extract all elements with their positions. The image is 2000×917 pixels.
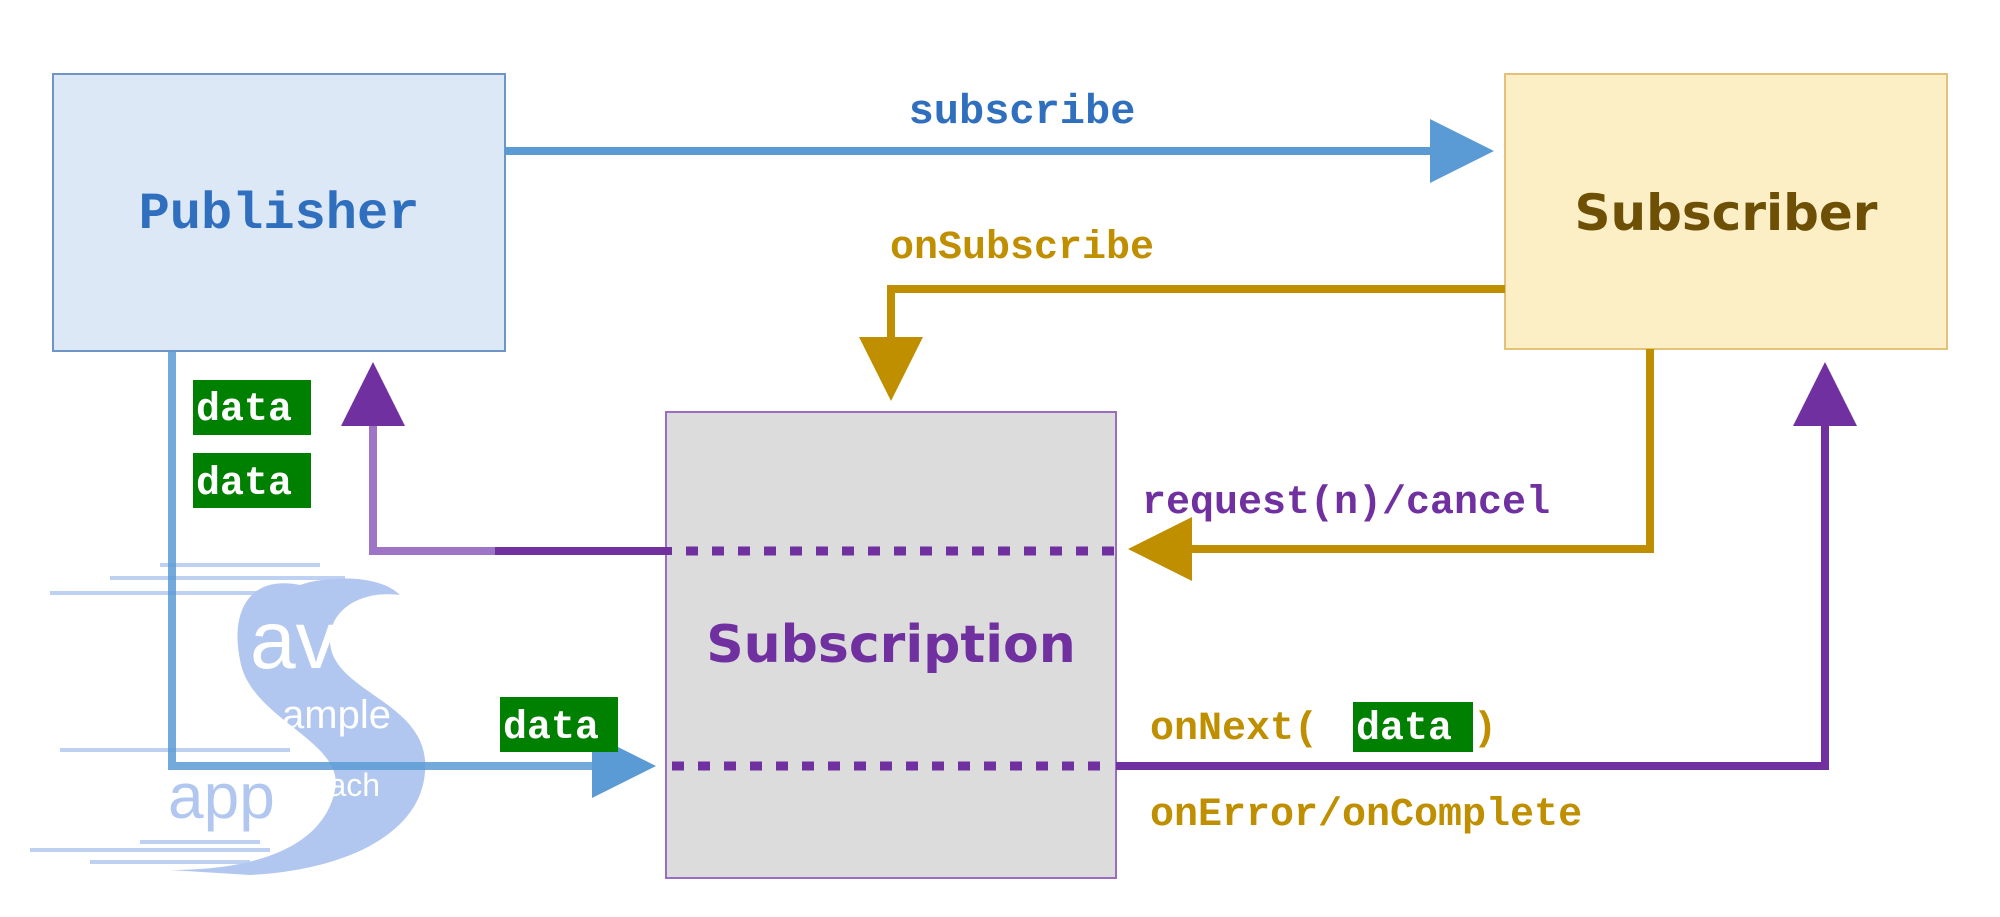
on-next-data-text: data xyxy=(1356,707,1452,752)
watermark-word-3: app xyxy=(168,760,275,832)
on-error-complete-label: onError/onComplete xyxy=(1150,793,1582,838)
publisher-node: Publisher xyxy=(52,73,506,352)
subscriber-node: Subscriber xyxy=(1504,73,1948,350)
data-badge-3: data xyxy=(500,697,618,752)
subscribe-label: subscribe xyxy=(909,88,1136,136)
on-next-data-badge xyxy=(1353,702,1473,752)
request-cancel-label: request(n)/cancel xyxy=(1142,481,1550,526)
watermark-s-shape xyxy=(170,578,426,875)
on-next-prefix: onNext( xyxy=(1150,707,1318,752)
data-badge-3-text: data xyxy=(503,706,599,751)
data-badge-1-text: data xyxy=(196,388,292,433)
subscription-node: Subscription xyxy=(665,411,1117,879)
request-cancel-edge: request(n)/cancel xyxy=(1128,349,1654,581)
data-badge-1: data xyxy=(193,380,311,435)
publisher-label: Publisher xyxy=(139,185,420,244)
data-badge-2-text: data xyxy=(196,462,292,507)
on-subscribe-edge: onSubscribe xyxy=(859,226,1505,401)
subscribe-edge: subscribe xyxy=(505,88,1494,183)
on-next-suffix: ) xyxy=(1473,707,1497,752)
subscription-label: Subscription xyxy=(706,615,1076,675)
watermark-logo: ava ample app roach xyxy=(30,563,426,875)
request-forward-edge xyxy=(341,362,1114,556)
subscriber-label: Subscriber xyxy=(1575,184,1878,242)
data-badge-2: data xyxy=(193,453,311,508)
on-next-edge: onNext( data ) onError/onComplete xyxy=(672,362,1857,838)
watermark-word-2: ample xyxy=(282,693,391,737)
on-subscribe-label: onSubscribe xyxy=(890,226,1154,271)
on-next-label: onNext( data ) xyxy=(1150,702,1497,752)
data-flow-edge xyxy=(168,351,656,798)
watermark-word-1: ava xyxy=(250,595,383,686)
watermark-word-4: roach xyxy=(300,767,380,803)
